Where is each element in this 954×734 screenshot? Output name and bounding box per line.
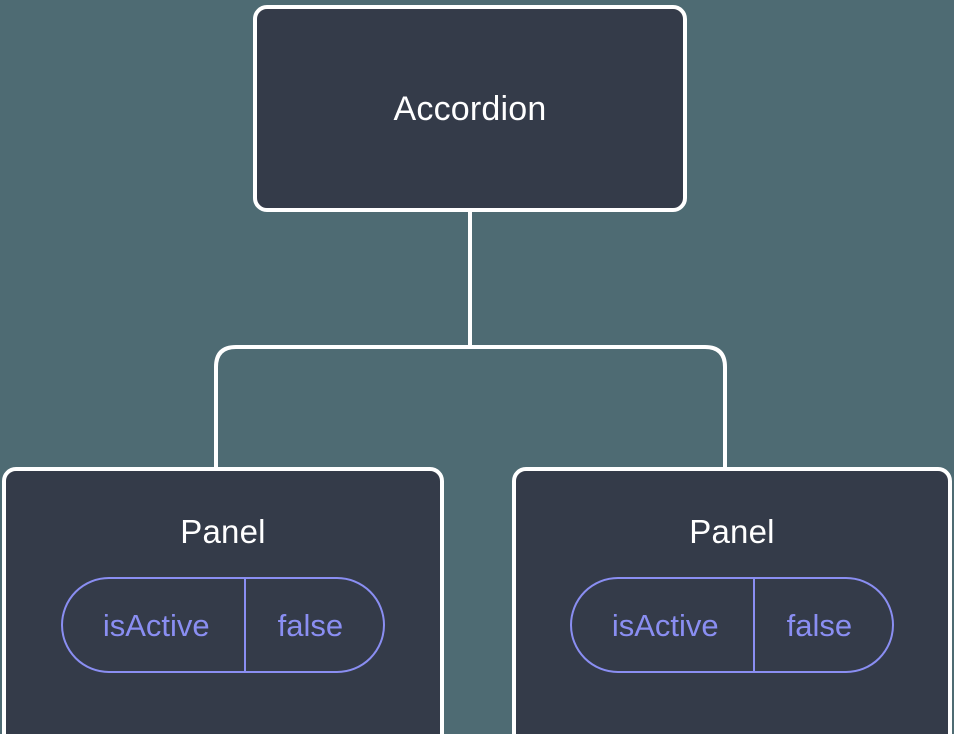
node-label-panel-1: Panel — [180, 513, 266, 550]
state-value-panel-2: false — [752, 579, 892, 671]
tree-node-panel-2[interactable]: Panel isActive false — [512, 467, 952, 734]
state-value-panel-1: false — [243, 579, 383, 671]
tree-node-panel-1[interactable]: Panel isActive false — [2, 467, 444, 734]
node-label-accordion: Accordion — [393, 89, 547, 128]
tree-node-accordion[interactable]: Accordion — [253, 5, 687, 212]
state-key-panel-1: isActive — [102, 607, 210, 643]
edge-root-to-panel-2 — [470, 345, 727, 467]
state-pill-panel-1[interactable]: isActive false — [60, 577, 386, 673]
node-label-panel-2: Panel — [689, 513, 775, 550]
edge-root-to-panel-1 — [214, 345, 470, 467]
state-pill-panel-2[interactable]: isActive false — [569, 577, 895, 673]
state-key-panel-2: isActive — [611, 607, 719, 643]
